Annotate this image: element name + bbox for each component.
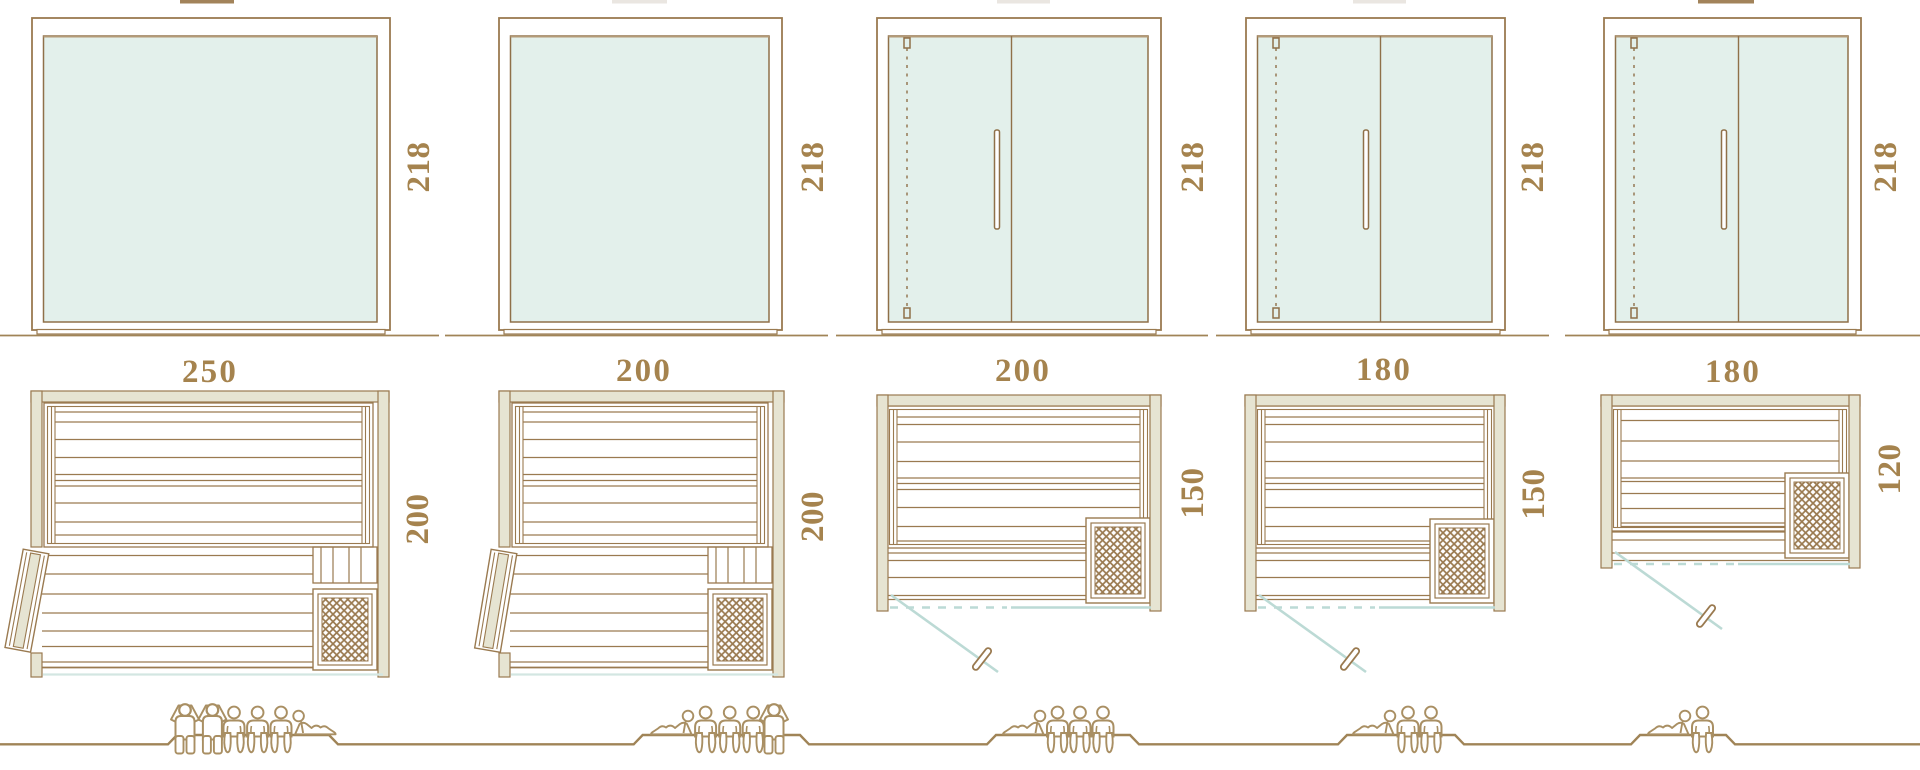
svg-text:218: 218 <box>401 142 437 193</box>
svg-text:180: 180 <box>1356 352 1412 388</box>
svg-text:150: 150 <box>1516 469 1552 520</box>
svg-text:150: 150 <box>1175 468 1211 519</box>
svg-text:200: 200 <box>616 353 672 389</box>
svg-text:120: 120 <box>1872 444 1908 495</box>
svg-text:218: 218 <box>1868 142 1904 193</box>
svg-text:200: 200 <box>795 491 831 542</box>
svg-text:218: 218 <box>1175 142 1211 193</box>
svg-text:200: 200 <box>995 353 1051 389</box>
svg-text:250: 250 <box>182 354 238 390</box>
svg-text:218: 218 <box>1515 142 1551 193</box>
svg-text:200: 200 <box>400 494 436 545</box>
svg-text:218: 218 <box>795 142 831 193</box>
svg-text:180: 180 <box>1705 354 1761 390</box>
